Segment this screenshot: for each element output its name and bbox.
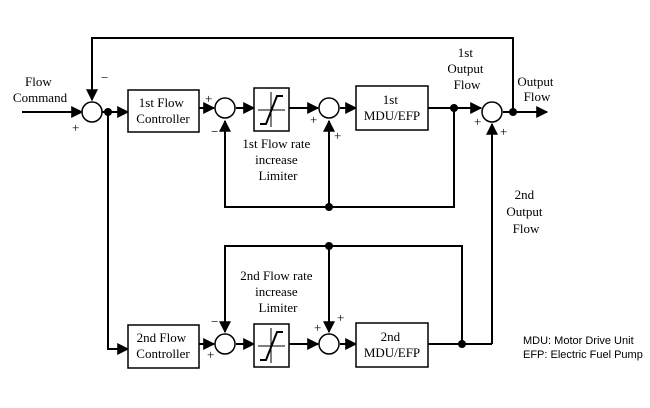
plus-sign: +	[334, 128, 341, 143]
first-mdu-summing-junction	[318, 97, 340, 119]
saturation-icon	[258, 328, 285, 363]
plus-sign: +	[500, 124, 507, 139]
output-flow-label: Output Flow	[517, 74, 556, 104]
plus-sign: +	[205, 91, 212, 106]
legend-efp: EFP: Electric Fuel Pump	[523, 349, 643, 361]
output-feedback-arrow	[86, 37, 514, 112]
abbreviation-legend: MDU: Motor Drive Unit EFP: Electric Fuel…	[523, 335, 643, 361]
second-limiter-caption: 2nd Flow rate increase Limiter	[240, 268, 315, 315]
summing-junctions	[81, 97, 503, 355]
plus-sign: +	[310, 112, 317, 127]
second-output-node	[458, 340, 466, 348]
first-controller-label: 1st Flow Controller	[136, 95, 190, 126]
plus-sign: +	[474, 114, 481, 129]
second-controller-block: 2nd Flow Controller	[127, 324, 200, 369]
second-controller-label: 2nd Flow Controller	[136, 330, 190, 361]
first-mdu-block: 1st MDU/EFP	[355, 85, 429, 131]
legend-mdu: MDU: Motor Drive Unit	[523, 335, 634, 347]
plus-sign: +	[207, 347, 214, 362]
first-limiter-feedback-arrow	[219, 108, 455, 208]
minus-sign: −	[211, 314, 218, 329]
plus-sign: +	[314, 320, 321, 335]
first-controller-block: 1st Flow Controller	[127, 89, 200, 133]
command-summing-junction	[81, 101, 103, 123]
minus-sign: −	[211, 124, 218, 139]
second-mdu-label: 2nd MDU/EFP	[364, 329, 420, 360]
minus-sign: −	[101, 70, 108, 85]
first-limiter-caption: 1st Flow rate increase Limiter	[242, 136, 313, 183]
first-limiter-summing-junction	[214, 97, 236, 119]
second-mdu-block: 2nd MDU/EFP	[355, 322, 429, 368]
saturation-icon	[258, 92, 285, 127]
second-limiter-summing-junction	[214, 333, 236, 355]
second-limiter-feedback-arrow	[219, 245, 463, 344]
plus-sign: +	[337, 310, 344, 325]
first-output-node	[450, 104, 458, 112]
signal-wires	[22, 37, 549, 355]
command-split-node	[104, 108, 112, 116]
second-bypass-node	[325, 242, 333, 250]
junction-signs: − + + − + + + + − + + +	[72, 70, 507, 362]
first-bypass-node	[325, 203, 333, 211]
first-mdu-label: 1st MDU/EFP	[364, 92, 420, 123]
flow-command-label: Flow Command	[13, 74, 68, 105]
arrow-to-second-controller	[107, 112, 130, 355]
second-output-flow-label: 2nd Output Flow	[506, 187, 545, 236]
plus-sign: +	[72, 120, 79, 135]
output-node	[509, 108, 517, 116]
second-limiter-block	[253, 323, 290, 368]
first-output-flow-label: 1st Output Flow	[447, 45, 486, 92]
second-mdu-summing-junction	[318, 333, 340, 355]
junction-dots	[104, 104, 517, 348]
first-limiter-block	[253, 87, 290, 132]
output-summing-junction	[481, 101, 503, 123]
